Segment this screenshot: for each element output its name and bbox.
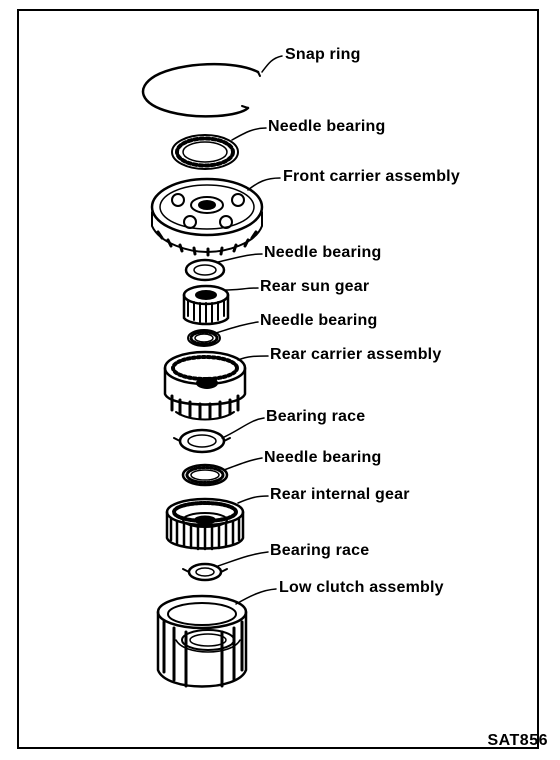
- needle-bearing-3-part: [187, 329, 221, 347]
- figure-code: SAT856: [487, 732, 548, 749]
- label-needle-bearing-2: Needle bearing: [264, 244, 382, 261]
- label-needle-bearing-4: Needle bearing: [264, 449, 382, 466]
- bearing-race-1-part: [173, 428, 231, 454]
- label-snap-ring: Snap ring: [285, 46, 361, 63]
- label-needle-bearing-3: Needle bearing: [260, 312, 378, 329]
- diagram-frame: [17, 9, 539, 749]
- label-low-clutch-assembly: Low clutch assembly: [279, 579, 444, 596]
- needle-bearing-4-part: [181, 463, 229, 487]
- bearing-race-2-part: [182, 562, 228, 582]
- label-bearing-race-2: Bearing race: [270, 542, 370, 559]
- low-clutch-part: [156, 594, 248, 688]
- rear-sun-gear-part: [182, 284, 230, 326]
- needle-bearing-1-part: [171, 134, 239, 170]
- label-bearing-race-1: Bearing race: [266, 408, 366, 425]
- label-rear-sun-gear: Rear sun gear: [260, 278, 370, 295]
- rear-carrier-part: [163, 350, 247, 421]
- leader-lines: [215, 55, 283, 605]
- front-carrier-part: [150, 177, 264, 257]
- needle-bearing-2-part: [184, 258, 226, 282]
- snap-ring-part: [141, 62, 261, 118]
- label-front-carrier-assembly: Front carrier assembly: [283, 168, 460, 185]
- label-needle-bearing-1: Needle bearing: [268, 118, 386, 135]
- label-rear-carrier-assembly: Rear carrier assembly: [270, 346, 442, 363]
- rear-internal-gear-part: [165, 497, 245, 551]
- label-rear-internal-gear: Rear internal gear: [270, 486, 410, 503]
